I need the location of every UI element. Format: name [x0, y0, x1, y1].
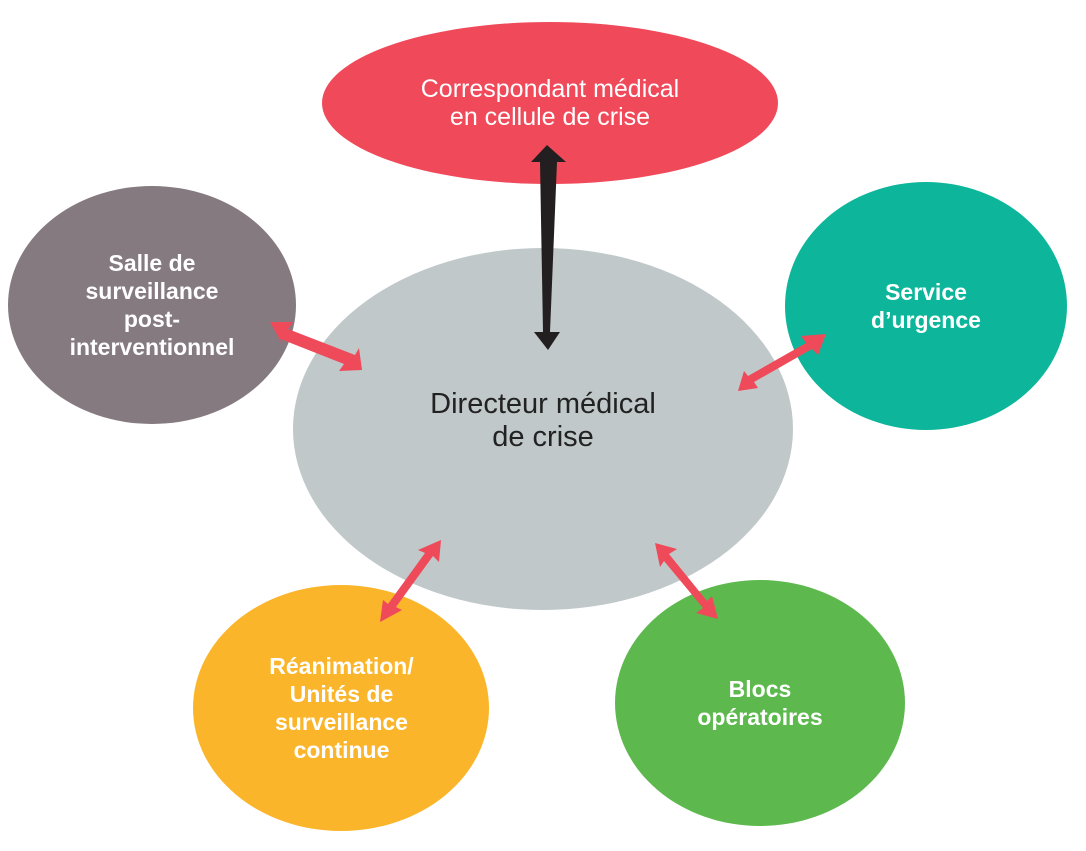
left-ellipse	[8, 186, 296, 424]
arrow-right-center	[738, 334, 826, 391]
node-label-bottom-left: Réanimation/ Unités de surveillance cont…	[269, 653, 414, 763]
center-node-label: Directeur médical de crise	[430, 388, 656, 453]
arrow-br-center	[655, 543, 718, 619]
node-correspondant-medical: Correspondant médical en cellule de cris…	[322, 22, 778, 184]
arrow-bl-center	[380, 540, 441, 622]
node-label-left: Salle de surveillance post- intervention…	[69, 250, 235, 360]
arrow-top-center	[531, 145, 566, 350]
node-label-top: Correspondant médical en cellule de cris…	[420, 75, 680, 131]
node-service-urgence: Service d’urgence	[785, 182, 1067, 430]
center-node-directeur-medical: Directeur médical de crise	[293, 248, 793, 610]
center-ellipse	[293, 248, 793, 610]
node-salle-surveillance: Salle de surveillance post- intervention…	[8, 186, 296, 424]
bottom-left-ellipse	[193, 585, 489, 831]
bottom-right-ellipse	[615, 580, 905, 826]
node-reanimation: Réanimation/ Unités de surveillance cont…	[193, 585, 490, 831]
node-label-right: Service d’urgence	[871, 279, 981, 333]
arrow-left-center	[270, 322, 362, 371]
node-label-bottom-right: Blocs opératoires	[697, 676, 823, 730]
node-blocs-operatoires: Blocs opératoires	[615, 580, 905, 826]
right-ellipse	[785, 182, 1067, 430]
top-ellipse	[322, 22, 778, 184]
